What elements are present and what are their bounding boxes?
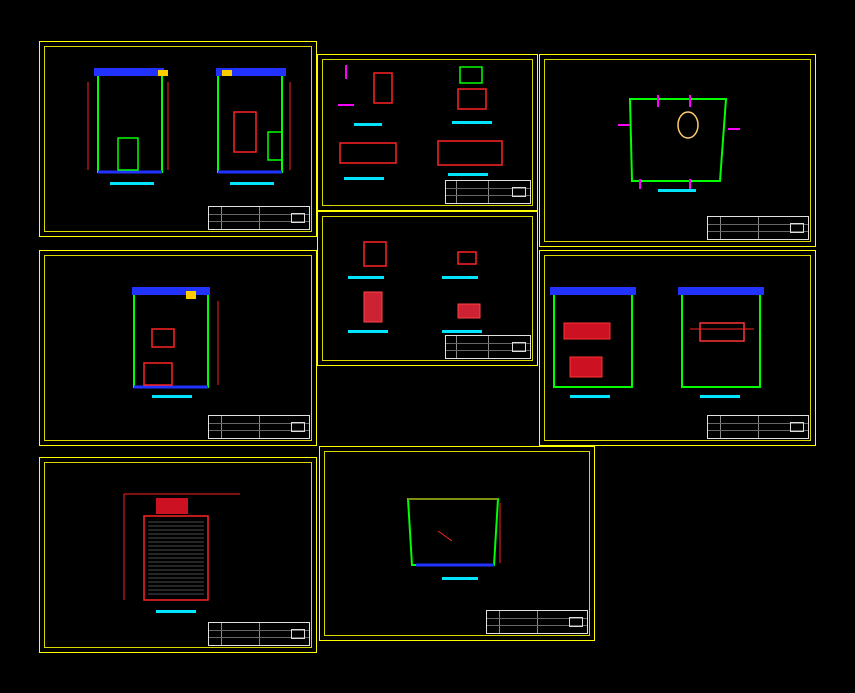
title-block bbox=[208, 622, 310, 646]
sheet-inner-border bbox=[322, 59, 533, 206]
sheet-1-drawing bbox=[87, 68, 291, 185]
sheet-inner-border bbox=[44, 46, 312, 232]
title-block bbox=[486, 610, 588, 634]
title-block bbox=[445, 335, 531, 359]
drawing-sheet-4[interactable] bbox=[39, 250, 317, 446]
sheet-8-drawing bbox=[406, 498, 501, 580]
shutter-slats bbox=[148, 521, 204, 595]
drawing-sheet-7[interactable] bbox=[39, 457, 317, 653]
title-block bbox=[208, 206, 310, 230]
sheet-inner-border bbox=[44, 255, 312, 441]
title-block bbox=[208, 415, 310, 439]
sheet-5-drawing bbox=[348, 241, 482, 333]
drawing-sheet-2[interactable] bbox=[317, 54, 538, 211]
title-block bbox=[707, 415, 809, 439]
sheet-inner-border bbox=[44, 462, 312, 648]
sheet-3-drawing bbox=[618, 95, 740, 192]
sheet-4-drawing bbox=[132, 287, 219, 398]
sheet-2-drawing bbox=[338, 65, 503, 180]
sheet-inner-border bbox=[544, 255, 811, 441]
drawing-sheet-5[interactable] bbox=[317, 211, 538, 366]
sheet-inner-border bbox=[324, 451, 590, 636]
drawing-sheet-8[interactable] bbox=[319, 446, 595, 641]
title-block bbox=[707, 216, 809, 240]
sheet-inner-border bbox=[322, 216, 533, 361]
title-block bbox=[445, 180, 531, 204]
sheet-6-drawing bbox=[550, 287, 764, 398]
sheet-inner-border bbox=[544, 59, 811, 242]
drawing-sheet-1[interactable] bbox=[39, 41, 317, 237]
sheet-7-drawing bbox=[123, 493, 240, 613]
drawing-sheet-3[interactable] bbox=[539, 54, 816, 247]
drawing-sheet-6[interactable] bbox=[539, 250, 816, 446]
